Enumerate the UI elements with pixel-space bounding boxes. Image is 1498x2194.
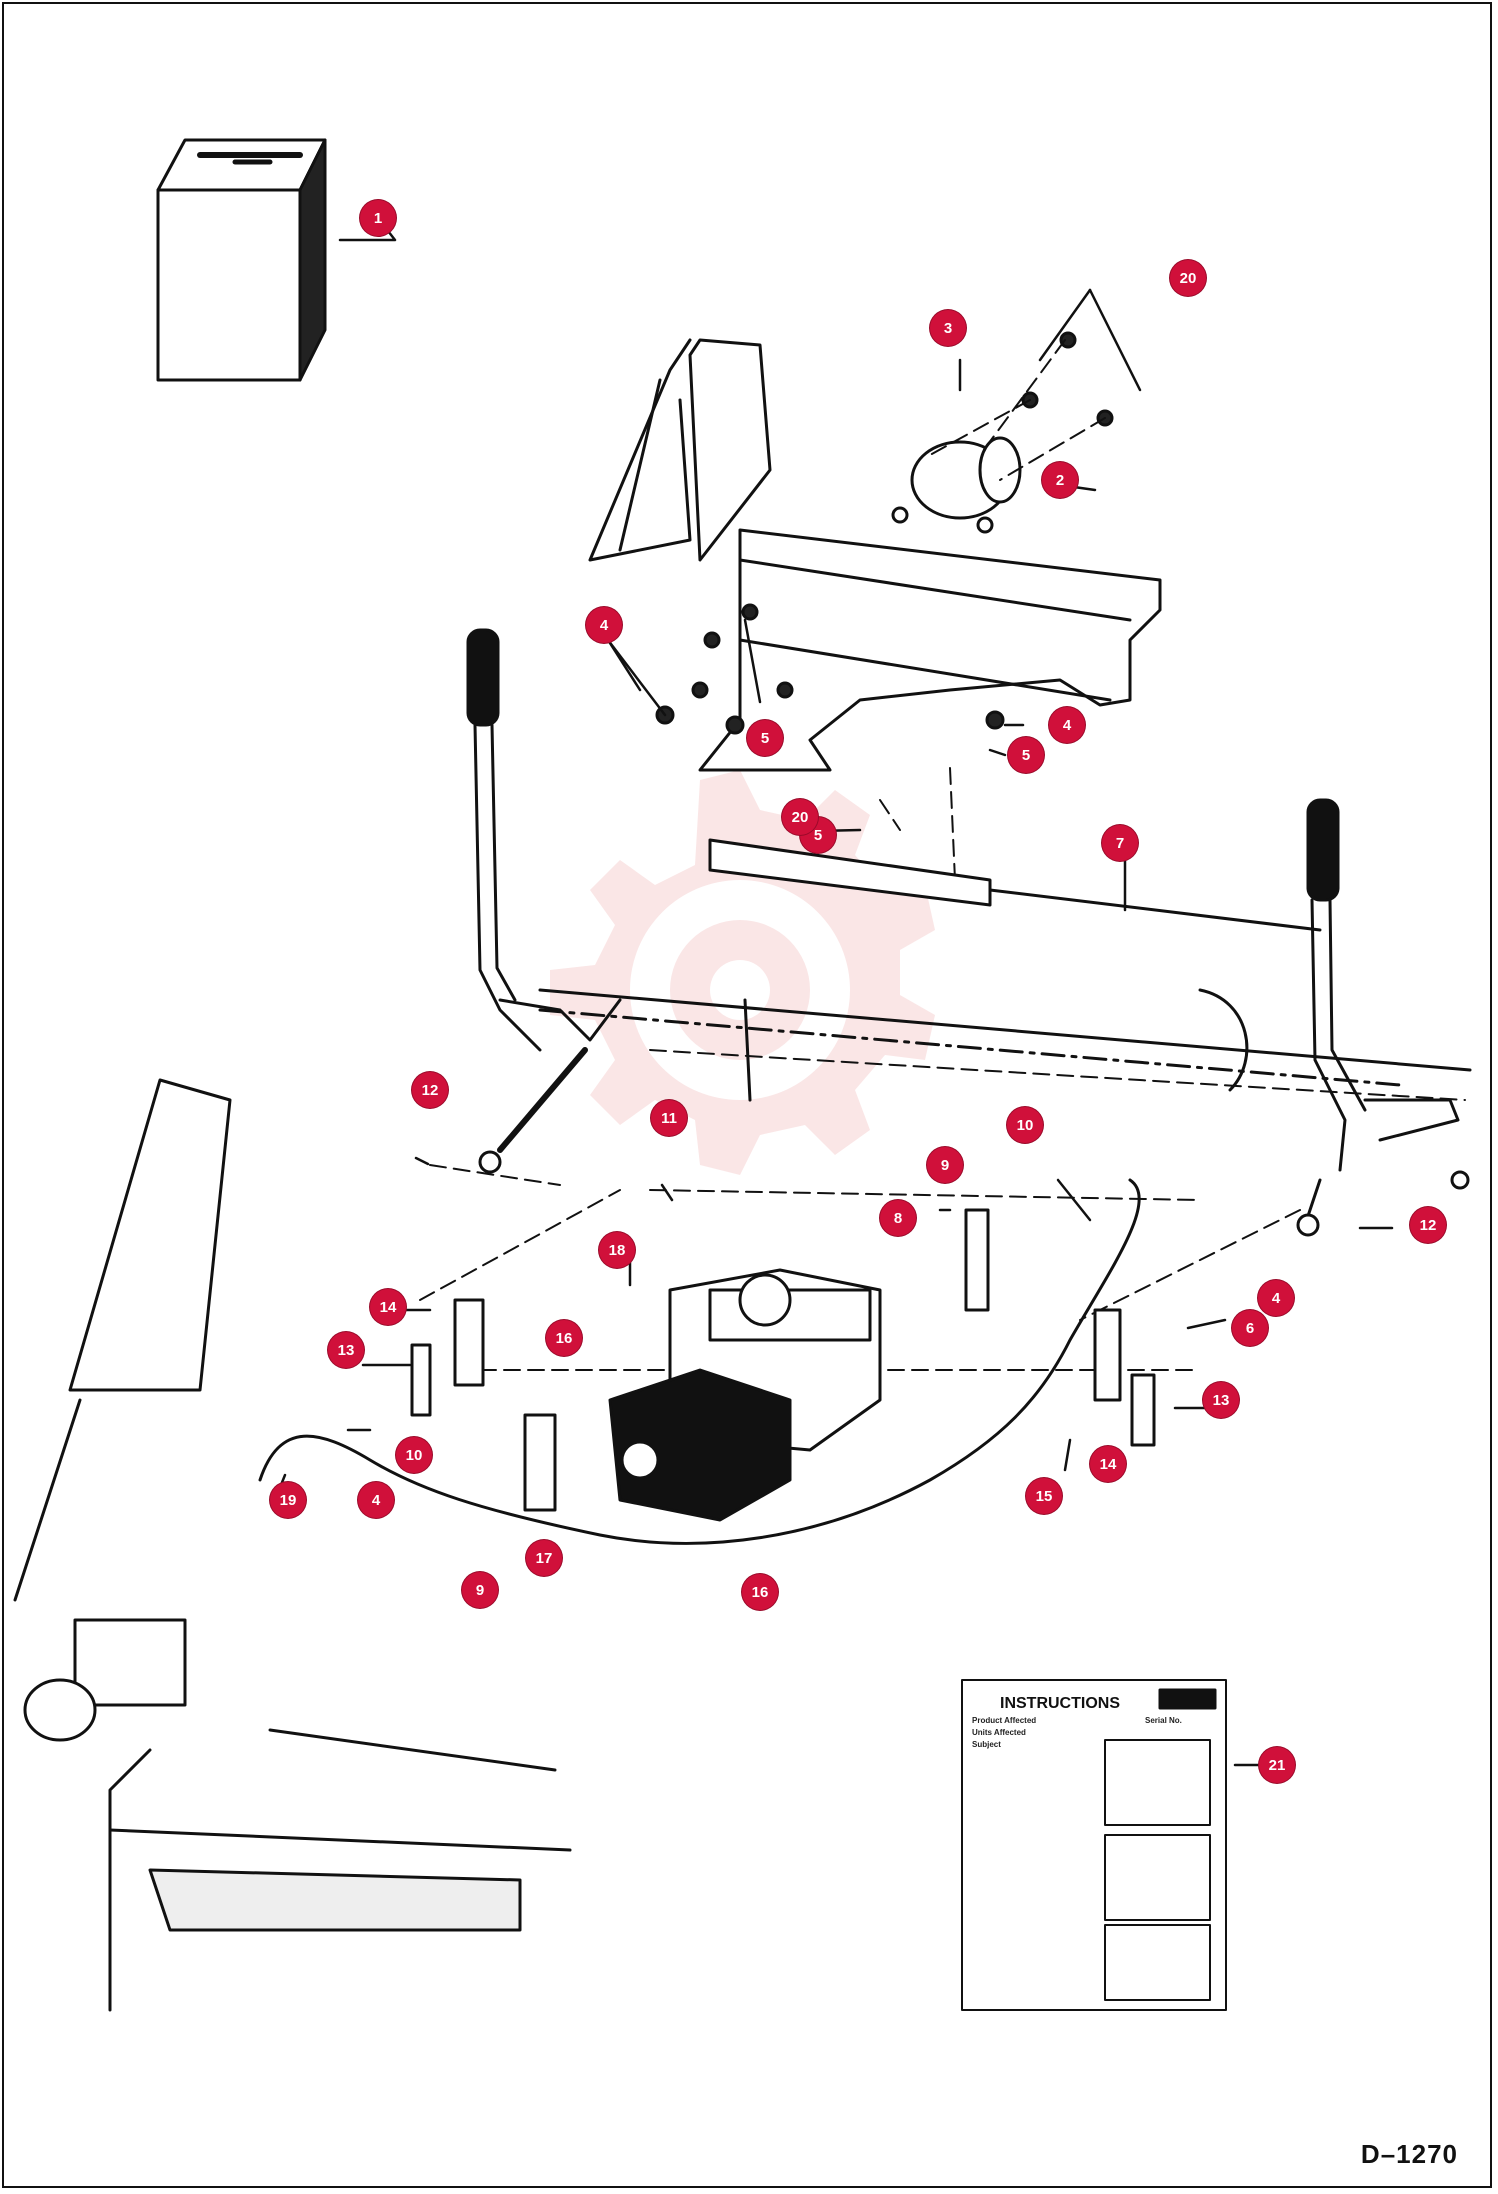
callout-marker: 20 [782,799,818,835]
cab-frame [13,1078,572,2012]
callout-marker: 18 [599,1232,635,1268]
callout-marker: 6 [1232,1310,1268,1346]
callout-marker: 5 [747,720,783,756]
callout-marker: 16 [742,1574,778,1610]
callout-marker: 4 [1258,1280,1294,1316]
instructions-line-subject: Subject [972,1740,1001,1749]
callout-marker: 12 [1410,1207,1446,1243]
callout-marker: 4 [586,607,622,643]
callout-marker: 4 [358,1482,394,1518]
callout-marker: 10 [396,1437,432,1473]
part-21-instructions-sheet [961,1679,1227,2011]
callout-marker: 13 [328,1332,364,1368]
instructions-line-units: Units Affected [972,1728,1026,1737]
left-lever [466,628,752,1174]
callout-marker: 5 [1008,737,1044,773]
callout-marker: 8 [880,1200,916,1236]
cable [258,988,1249,1545]
callout-marker: 14 [370,1289,406,1325]
instructions-line-serial: Serial No. [1145,1716,1182,1725]
instructions-title: INSTRUCTIONS [1000,1695,1120,1712]
callout-marker: 11 [651,1100,687,1136]
callout-marker: 19 [270,1482,306,1518]
right-lever [1296,798,1470,1237]
callout-marker: 20 [1170,260,1206,296]
callout-marker: 9 [462,1572,498,1608]
callout-marker: 10 [1007,1107,1043,1143]
small-brackets [410,1208,1156,1512]
callout-marker: 17 [526,1540,562,1576]
callout-marker: 7 [1102,825,1138,861]
upper-bracket-assembly [588,338,1162,772]
callout-marker: 13 [1203,1382,1239,1418]
callout-marker: 21 [1259,1747,1295,1783]
pump-assembly [608,1268,882,1522]
callout-marker: 9 [927,1147,963,1183]
callout-marker: 4 [1049,707,1085,743]
callout-marker: 12 [412,1072,448,1108]
callout-marker: 3 [930,310,966,346]
callout-marker: 1 [360,200,396,236]
callout-marker: 2 [1042,462,1078,498]
part-1-box [156,138,327,382]
drawing-reference-number: D–1270 [1360,2139,1458,2169]
callout-marker: 16 [546,1320,582,1356]
callout-marker: 14 [1090,1446,1126,1482]
callout-marker: 15 [1026,1478,1062,1514]
instructions-line-product: Product Affected [972,1716,1037,1725]
watermark-gear [550,770,935,1175]
